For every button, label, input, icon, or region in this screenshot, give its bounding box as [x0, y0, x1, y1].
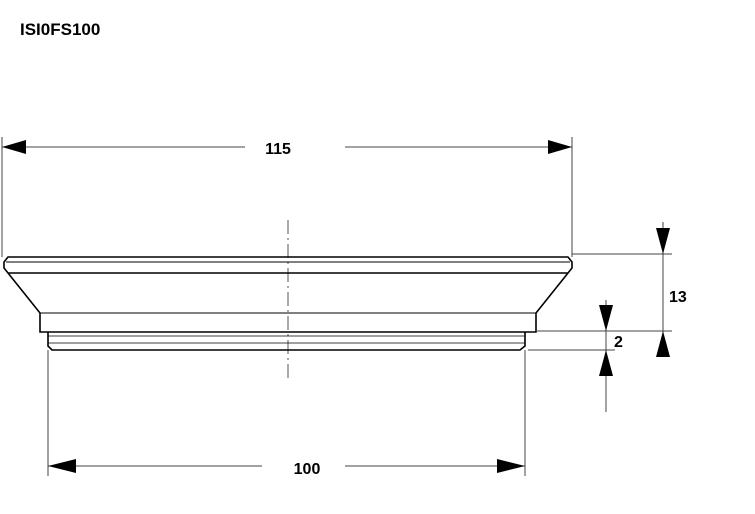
arrow-head-icon: [48, 459, 76, 473]
extension-lines: [1, 137, 672, 476]
drawing-title: ISI0FS100: [20, 20, 101, 39]
arrow-head-icon: [548, 140, 572, 154]
arrow-head-icon: [2, 140, 26, 154]
tapered-body: [7, 272, 569, 333]
arrow-head-icon: [599, 350, 613, 376]
dim-100-label: 100: [294, 461, 321, 478]
bottom-spigot: [47, 332, 526, 351]
part-profile: [3, 256, 573, 351]
arrow-head-icon: [656, 228, 670, 254]
dim-115-label: 115: [265, 141, 291, 158]
arrow-head-icon: [599, 305, 613, 331]
dim-13-label: 13: [669, 289, 687, 306]
dimension-2: 2: [599, 300, 623, 412]
dimension-115: 115: [2, 140, 572, 158]
dimension-100: 100: [48, 459, 525, 478]
arrow-head-icon: [497, 459, 525, 473]
arrow-head-icon: [656, 331, 670, 357]
dim-2-label: 2: [614, 334, 623, 351]
dimension-13: 13: [656, 222, 687, 357]
